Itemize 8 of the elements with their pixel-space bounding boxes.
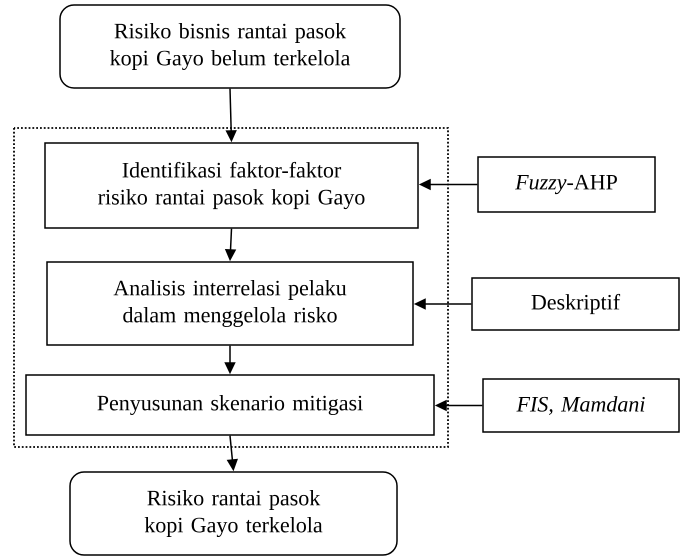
process-box: Penyusunan skenario mitigasi <box>25 374 435 436</box>
method-box: FIS, Mamdani <box>482 378 680 433</box>
method-box: Deskriptif <box>471 277 680 331</box>
method-box: Fuzzy-AHP <box>477 156 656 213</box>
terminal-box: Risiko rantai pasok kopi Gayo terkelola <box>69 471 398 556</box>
terminal-box: Risiko bisnis rantai pasok kopi Gayo belum terkelola <box>59 4 401 89</box>
process-box: Identifikasi faktor-faktor risiko rantai pasok kopi Gayo <box>44 142 419 229</box>
process-box: Analisis interrelasi pelaku dalam menggelola risko <box>46 261 414 346</box>
